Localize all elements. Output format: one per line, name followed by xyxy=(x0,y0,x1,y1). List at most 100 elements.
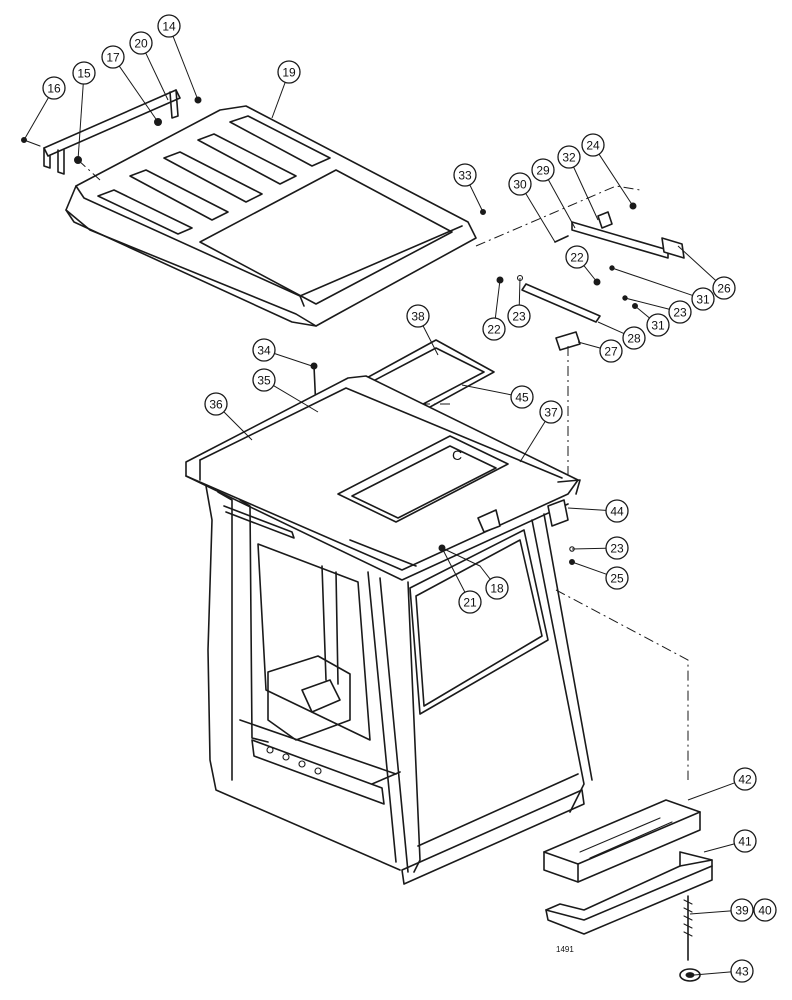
callout-leader xyxy=(422,325,439,356)
callout-leader xyxy=(597,321,625,334)
drawing-number: 1491 xyxy=(556,945,574,954)
callout-24: 24 xyxy=(581,133,634,207)
callout-circle xyxy=(605,499,629,523)
callout-circle xyxy=(101,45,125,69)
callout-label: 38 xyxy=(411,310,425,324)
callout-23: 23 xyxy=(507,277,531,328)
callout-label: 16 xyxy=(47,82,61,96)
callout-leader xyxy=(577,341,601,349)
step-assembly xyxy=(543,799,713,982)
callout-circle xyxy=(277,60,301,84)
callout-label: 43 xyxy=(735,965,749,979)
callout-label: 42 xyxy=(738,773,752,787)
callout-leader xyxy=(687,782,735,801)
callout-label: 41 xyxy=(738,835,752,849)
callout-leader xyxy=(461,384,512,396)
callout-label: 36 xyxy=(209,398,223,412)
callout-circle xyxy=(510,385,534,409)
callout-39: 39 xyxy=(689,898,754,922)
callout-leader xyxy=(547,179,576,229)
callout-circle xyxy=(539,400,563,424)
callout-label: 28 xyxy=(627,332,641,346)
callout-40: 40 xyxy=(753,898,777,922)
callout-circle xyxy=(581,133,605,157)
callout-layer: 1420171516193330293224222631233128272223… xyxy=(23,14,777,983)
callout-20: 20 xyxy=(129,31,169,101)
callout-14: 14 xyxy=(157,14,199,101)
callout-circle xyxy=(531,158,555,182)
callout-circle xyxy=(507,304,531,328)
callout-38: 38 xyxy=(406,304,439,356)
callout-leader xyxy=(145,52,169,101)
callout-16: 16 xyxy=(23,76,66,141)
callout-34: 34 xyxy=(252,338,313,367)
callout-circle xyxy=(753,898,777,922)
callout-leader xyxy=(689,910,732,915)
callout-23: 23 xyxy=(624,297,692,324)
callout-leader xyxy=(519,421,546,463)
callout-leader xyxy=(573,166,599,221)
callout-leader xyxy=(598,153,634,207)
callout-36: 36 xyxy=(204,392,253,441)
callout-label: 40 xyxy=(758,904,772,918)
callout-label: 44 xyxy=(610,505,624,519)
callout-circle xyxy=(730,959,754,983)
callout-circle xyxy=(599,339,623,363)
callout-circle xyxy=(482,317,506,341)
callout-circle xyxy=(712,276,736,300)
callout-circle xyxy=(565,245,589,269)
callout-label: 27 xyxy=(604,345,618,359)
callout-circle xyxy=(72,61,96,85)
callout-19: 19 xyxy=(271,60,301,119)
callout-leader xyxy=(469,184,484,213)
callout-45: 45 xyxy=(461,384,534,409)
callout-circle xyxy=(157,14,181,38)
callout-circle xyxy=(485,576,509,600)
callout-circle xyxy=(252,338,276,362)
callout-label: 14 xyxy=(162,20,176,34)
callout-circle xyxy=(557,145,581,169)
callout-leader xyxy=(274,353,313,367)
callout-33: 33 xyxy=(453,163,484,213)
callout-circle xyxy=(458,590,482,614)
callout-label: 45 xyxy=(515,391,529,405)
callout-label: 25 xyxy=(610,572,624,586)
callout-17: 17 xyxy=(101,45,159,123)
callout-label: 23 xyxy=(673,306,687,320)
callout-41: 41 xyxy=(703,829,757,853)
callout-label: 31 xyxy=(651,319,665,333)
cab-body xyxy=(185,375,593,885)
callout-23: 23 xyxy=(571,536,629,560)
callout-circle xyxy=(129,31,153,55)
callout-leader xyxy=(479,565,491,580)
callout-label: 22 xyxy=(570,251,584,265)
callout-22: 22 xyxy=(565,245,598,283)
callout-label: 17 xyxy=(106,51,120,65)
callout-31: 31 xyxy=(634,305,670,337)
callout-label: 22 xyxy=(487,323,501,337)
callout-43: 43 xyxy=(693,959,754,983)
callout-leader xyxy=(525,193,556,243)
callout-label: 31 xyxy=(696,293,710,307)
callout-32: 32 xyxy=(557,145,599,221)
callout-label: 15 xyxy=(77,67,91,81)
callout-18: 18 xyxy=(479,565,509,600)
callout-circle xyxy=(733,829,757,853)
callout-circle xyxy=(406,304,430,328)
callout-circle xyxy=(252,368,276,392)
brace-assembly xyxy=(496,202,685,490)
callout-label: 24 xyxy=(586,139,600,153)
callout-label: 35 xyxy=(257,374,271,388)
callout-28: 28 xyxy=(597,321,646,350)
callout-leader xyxy=(271,82,286,119)
callout-leader xyxy=(223,411,253,441)
callout-42: 42 xyxy=(687,767,757,801)
callout-44: 44 xyxy=(567,499,629,523)
callout-leader xyxy=(583,265,598,283)
callout-26: 26 xyxy=(677,245,736,300)
callout-leader xyxy=(494,279,501,319)
callout-leader xyxy=(518,277,521,306)
callout-leader xyxy=(611,267,693,296)
callout-label: 30 xyxy=(513,178,527,192)
